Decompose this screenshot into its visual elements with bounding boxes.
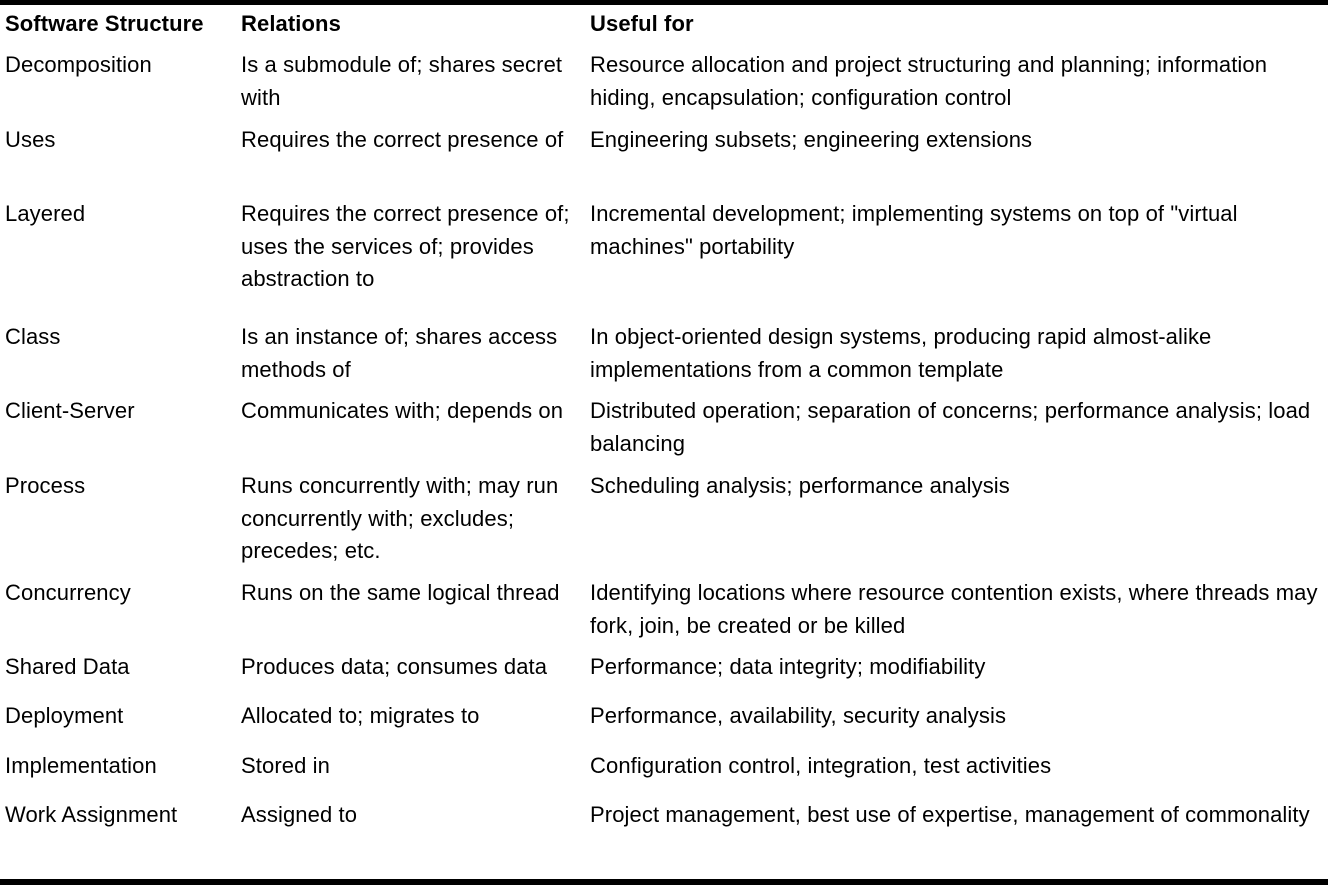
useful-for-cell: Performance; data integrity; modifiabili… xyxy=(590,654,986,679)
relations-cell: Stored in xyxy=(241,753,330,778)
useful-for-cell: Distributed operation; separation of con… xyxy=(590,398,1311,456)
structure-cell: Class xyxy=(5,324,61,349)
relations-cell: Requires the correct presence of; uses t… xyxy=(241,201,570,291)
structure-cell: Concurrency xyxy=(5,580,131,605)
useful-for-cell: Incremental development; implementing sy… xyxy=(590,201,1238,259)
structure-cell: Uses xyxy=(5,127,56,152)
structure-cell: Client-Server xyxy=(5,398,135,423)
relations-cell: Runs on the same logical thread xyxy=(241,580,560,605)
bottom-rule xyxy=(0,879,1328,885)
useful-for-cell: Project management, best use of expertis… xyxy=(590,802,1310,827)
header-structure: Software Structure xyxy=(5,11,204,36)
structure-cell: Decomposition xyxy=(5,52,152,77)
structure-cell: Implementation xyxy=(5,753,157,778)
top-rule xyxy=(0,0,1328,5)
header-useful-for: Useful for xyxy=(590,11,694,36)
relations-cell: Allocated to; migrates to xyxy=(241,703,480,728)
structure-cell: Shared Data xyxy=(5,654,130,679)
relations-cell: Communicates with; depends on xyxy=(241,398,564,423)
relations-cell: Is a submodule of; shares secret with xyxy=(241,52,563,110)
relations-cell: Runs concurrently with; may run concurre… xyxy=(241,473,559,563)
useful-for-cell: Scheduling analysis; performance analysi… xyxy=(590,473,1010,498)
structure-cell: Process xyxy=(5,473,86,498)
useful-for-cell: Identifying locations where resource con… xyxy=(590,580,1318,638)
useful-for-cell: Performance, availability, security anal… xyxy=(590,703,1007,728)
useful-for-cell: Resource allocation and project structur… xyxy=(590,52,1268,110)
relations-cell: Assigned to xyxy=(241,802,358,827)
relations-cell: Is an instance of; shares access methods… xyxy=(241,324,558,382)
structure-cell: Layered xyxy=(5,201,86,226)
structure-cell: Deployment xyxy=(5,703,124,728)
useful-for-cell: Configuration control, integration, test… xyxy=(590,753,1052,778)
structure-cell: Work Assignment xyxy=(5,802,178,827)
relations-cell: Requires the correct presence of xyxy=(241,127,564,152)
header-relations: Relations xyxy=(241,11,341,36)
relations-cell: Produces data; consumes data xyxy=(241,654,548,679)
useful-for-cell: Engineering subsets; engineering extensi… xyxy=(590,127,1033,152)
useful-for-cell: In object-oriented design systems, produ… xyxy=(590,324,1212,382)
